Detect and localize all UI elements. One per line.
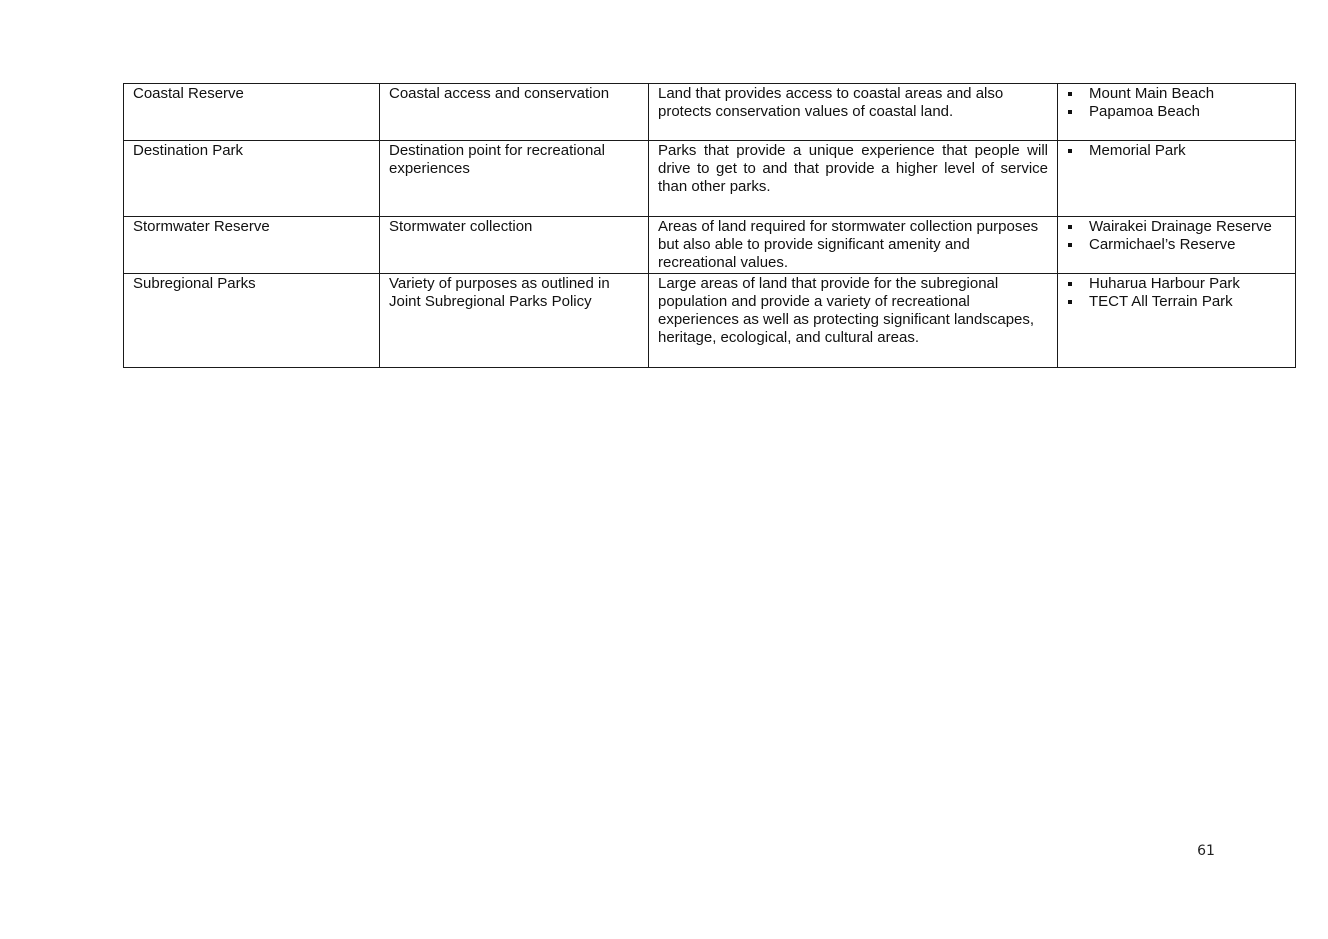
list-item: Memorial Park	[1067, 142, 1286, 160]
table-row: Destination Park Destination point for r…	[123, 140, 1296, 217]
example-name: Memorial Park	[1089, 142, 1186, 159]
example-name: Wairakei Drainage Reserve	[1089, 218, 1272, 235]
park-purpose-cell: Coastal access and conservation	[379, 83, 649, 141]
square-bullet-icon	[1068, 149, 1072, 153]
park-type-cell: Subregional Parks	[123, 273, 380, 368]
square-bullet-icon	[1068, 92, 1072, 96]
park-examples-cell: Memorial Park	[1057, 140, 1296, 217]
park-description-cell: Areas of land required for stormwater co…	[648, 216, 1058, 274]
example-name: Huharua Harbour Park	[1089, 275, 1240, 292]
list-item: TECT All Terrain Park	[1067, 293, 1286, 311]
list-item: Huharua Harbour Park	[1067, 275, 1286, 293]
example-name: Carmichael’s Reserve	[1089, 236, 1236, 253]
list-item: Papamoa Beach	[1067, 103, 1286, 121]
example-name: Papamoa Beach	[1089, 103, 1200, 120]
examples-list: Huharua Harbour Park TECT All Terrain Pa…	[1067, 275, 1286, 311]
table-row: Coastal Reserve Coastal access and conse…	[123, 83, 1296, 141]
park-examples-cell: Huharua Harbour Park TECT All Terrain Pa…	[1057, 273, 1296, 368]
park-description-cell: Large areas of land that provide for the…	[648, 273, 1058, 368]
park-description-cell: Parks that provide a unique experience t…	[648, 140, 1058, 217]
table-row: Subregional Parks Variety of purposes as…	[123, 273, 1296, 368]
square-bullet-icon	[1068, 300, 1072, 304]
table-row: Stormwater Reserve Stormwater collection…	[123, 216, 1296, 274]
park-purpose-cell: Stormwater collection	[379, 216, 649, 274]
park-purpose-cell: Variety of purposes as outlined in Joint…	[379, 273, 649, 368]
park-classification-table: Coastal Reserve Coastal access and conse…	[123, 83, 1296, 368]
park-examples-cell: Wairakei Drainage Reserve Carmichael’s R…	[1057, 216, 1296, 274]
examples-list: Wairakei Drainage Reserve Carmichael’s R…	[1067, 218, 1286, 254]
park-type-cell: Stormwater Reserve	[123, 216, 380, 274]
example-name: TECT All Terrain Park	[1089, 293, 1233, 310]
park-examples-cell: Mount Main Beach Papamoa Beach	[1057, 83, 1296, 141]
square-bullet-icon	[1068, 225, 1072, 229]
list-item: Wairakei Drainage Reserve	[1067, 218, 1286, 236]
park-description-cell: Land that provides access to coastal are…	[648, 83, 1058, 141]
square-bullet-icon	[1068, 243, 1072, 247]
list-item: Carmichael’s Reserve	[1067, 236, 1286, 254]
park-type-cell: Destination Park	[123, 140, 380, 217]
page-number: 61	[1197, 843, 1215, 859]
list-item: Mount Main Beach	[1067, 85, 1286, 103]
square-bullet-icon	[1068, 110, 1072, 114]
examples-list: Mount Main Beach Papamoa Beach	[1067, 85, 1286, 121]
square-bullet-icon	[1068, 282, 1072, 286]
example-name: Mount Main Beach	[1089, 85, 1215, 102]
examples-list: Memorial Park	[1067, 142, 1286, 160]
park-purpose-cell: Destination point for recreational exper…	[379, 140, 649, 217]
park-type-cell: Coastal Reserve	[123, 83, 380, 141]
